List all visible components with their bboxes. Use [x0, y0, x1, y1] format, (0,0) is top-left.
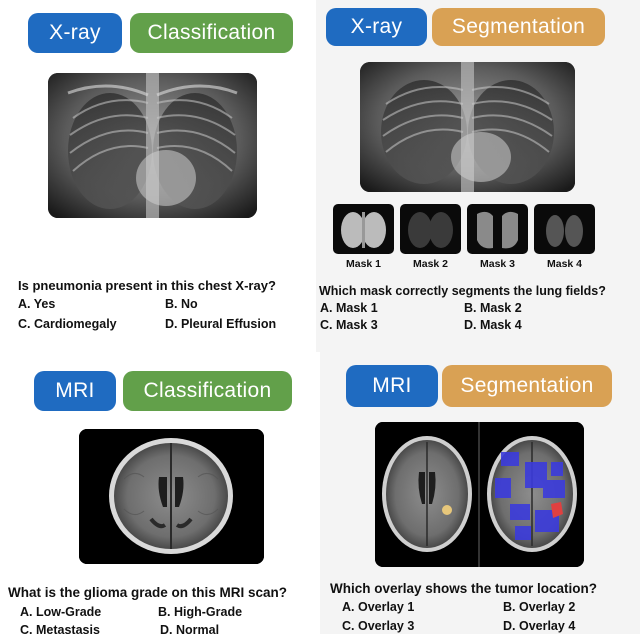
chest-xray-image	[48, 73, 257, 218]
mask-2-image[interactable]	[400, 204, 461, 254]
option-d[interactable]: D. Pleural Effusion	[165, 317, 277, 331]
brain-mri-overlay-image	[375, 422, 584, 567]
panel-mri-classification: MRI Classification What i	[0, 352, 320, 634]
question-text: What is the glioma grade on this MRI sca…	[8, 585, 288, 600]
option-b[interactable]: B. Overlay 2	[503, 600, 576, 614]
question-text: Which overlay shows the tumor location?	[330, 581, 598, 596]
option-b[interactable]: B. Mask 2	[464, 301, 522, 315]
modality-tag: MRI	[346, 365, 438, 407]
mask-label: Mask 3	[479, 258, 516, 270]
brain-mri-image	[79, 429, 264, 564]
mask-label: Mask 2	[412, 258, 449, 270]
option-c[interactable]: C. Metastasis	[20, 623, 100, 634]
option-d[interactable]: D. Normal	[160, 623, 220, 634]
question-text: Is pneumonia present in this chest X-ray…	[18, 278, 276, 293]
task-tag: Segmentation	[432, 8, 605, 46]
mask-label: Mask 1	[345, 258, 382, 270]
option-a[interactable]: A. Yes	[18, 297, 56, 311]
modality-tag: X-ray	[28, 13, 122, 53]
mask-4-image[interactable]	[534, 204, 595, 254]
modality-tag: X-ray	[326, 8, 427, 46]
option-c[interactable]: C. Mask 3	[320, 318, 378, 332]
question-text: Which mask correctly segments the lung f…	[319, 284, 606, 298]
task-tag: Classification	[123, 371, 292, 411]
option-b[interactable]: B. No	[165, 297, 198, 311]
chest-xray-image	[360, 62, 575, 192]
option-b[interactable]: B. High-Grade	[158, 605, 243, 619]
modality-tag: MRI	[34, 371, 116, 411]
task-tag: Classification	[130, 13, 293, 53]
task-tag: Segmentation	[442, 365, 612, 407]
mask-label: Mask 4	[546, 258, 583, 270]
mask-1-image[interactable]	[333, 204, 394, 254]
panel-xray-classification: X-ray Classification	[0, 0, 316, 352]
option-a[interactable]: A. Overlay 1	[342, 600, 415, 614]
panel-mri-segmentation: MRI Segmentation	[320, 352, 640, 634]
option-c[interactable]: C. Overlay 3	[342, 619, 415, 633]
option-d[interactable]: D. Overlay 4	[503, 619, 576, 633]
option-d[interactable]: D. Mask 4	[464, 318, 522, 332]
option-a[interactable]: A. Low-Grade	[20, 605, 102, 619]
panel-xray-segmentation: X-ray Segmentation Mask 1 Mask 2 Mask 3 …	[316, 0, 640, 352]
option-c[interactable]: C. Cardiomegaly	[18, 317, 117, 331]
mask-3-image[interactable]	[467, 204, 528, 254]
option-a[interactable]: A. Mask 1	[320, 301, 378, 315]
